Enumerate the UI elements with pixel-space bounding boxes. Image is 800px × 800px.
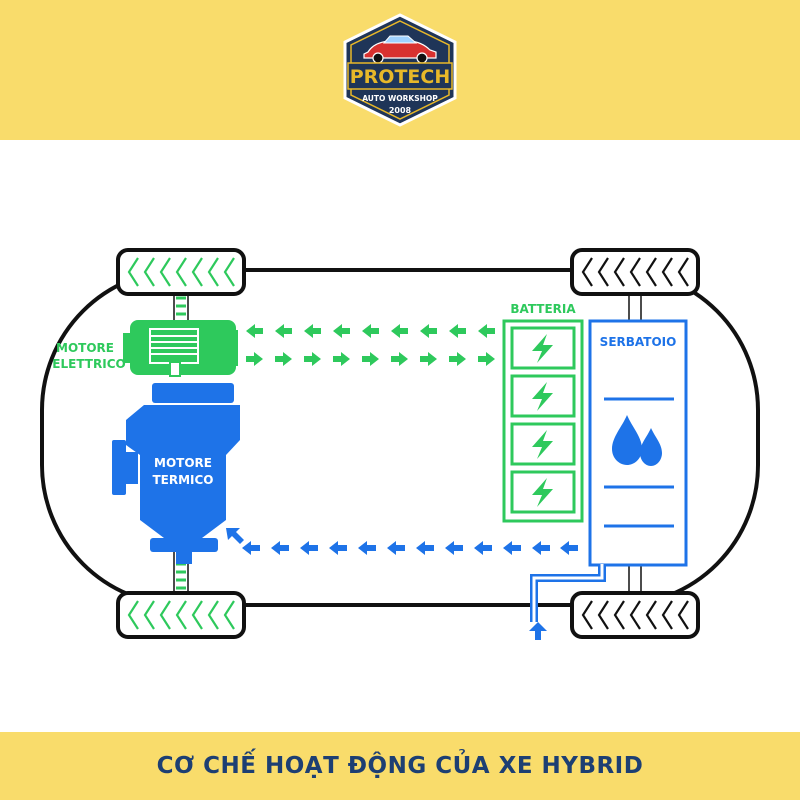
chevron-arrow-icon xyxy=(532,541,550,555)
battery-cell xyxy=(510,326,576,370)
chevron-arrow-icon xyxy=(358,541,376,555)
hybrid-diagram: MOTORE ELETTRICO MOTORE TERMICO xyxy=(40,248,760,640)
fuel-filler-pipe xyxy=(529,564,606,640)
lightning-bolt-icon xyxy=(532,382,553,411)
chevron-arrow-icon xyxy=(226,528,244,544)
car-body-outline xyxy=(40,268,760,607)
front-left-wheel xyxy=(116,248,246,296)
logo-year: 2008 xyxy=(389,106,412,115)
chevron-arrow-icon xyxy=(420,352,437,366)
chevron-arrow-icon xyxy=(387,541,405,555)
chevron-arrow-icon xyxy=(478,352,495,366)
electric-motor-label-line2: ELETTRICO xyxy=(52,357,125,371)
chevron-arrow-icon xyxy=(271,541,289,555)
chevron-arrow-icon xyxy=(329,541,347,555)
lightning-bolt-icon xyxy=(532,478,553,507)
chevron-arrow-icon xyxy=(474,541,492,555)
chevron-arrow-icon xyxy=(304,324,321,338)
logo-tagline: AUTO WORKSHOP xyxy=(362,94,438,103)
lightning-bolt-icon xyxy=(532,334,553,363)
chevron-arrow-icon xyxy=(300,541,318,555)
electric-motor-label-line1: MOTORE xyxy=(56,341,114,355)
thermal-engine-label-line2: TERMICO xyxy=(152,473,213,487)
thermal-engine-label-line1: MOTORE xyxy=(154,456,212,470)
front-right-wheel xyxy=(116,591,246,639)
logo-hexagon-inner xyxy=(350,20,450,120)
chevron-arrow-icon xyxy=(503,541,521,555)
chevron-arrow-icon xyxy=(246,324,263,338)
blue-arrow-row-to-engine xyxy=(226,528,578,555)
protech-logo: PROTECH AUTO WORKSHOP 2008 xyxy=(343,13,457,127)
water-drops-icon xyxy=(612,415,662,466)
chevron-arrow-icon xyxy=(246,352,263,366)
green-arrow-row-to-motor xyxy=(246,324,495,338)
rear-right-wheel xyxy=(570,591,700,639)
battery-cell xyxy=(510,374,576,418)
chevron-arrow-icon xyxy=(333,352,350,366)
chevron-arrow-icon xyxy=(333,324,350,338)
chevron-arrow-icon xyxy=(242,541,260,555)
chevron-arrow-icon xyxy=(445,541,463,555)
chevron-arrow-icon xyxy=(275,352,292,366)
thermal-engine xyxy=(112,383,240,564)
chevron-arrow-icon xyxy=(275,324,292,338)
classic-car-icon xyxy=(363,35,437,64)
chevron-arrow-icon xyxy=(391,324,408,338)
battery-cell xyxy=(510,470,576,514)
rear-left-wheel xyxy=(570,248,700,296)
chevron-arrow-icon xyxy=(449,352,466,366)
battery-cell xyxy=(510,422,576,466)
rear-axle xyxy=(628,291,642,598)
fuel-tank xyxy=(588,319,688,567)
green-arrow-row-to-battery xyxy=(246,352,495,366)
logo-brand: PROTECH xyxy=(350,66,451,88)
bottom-band: CƠ CHẾ HOẠT ĐỘNG CỦA XE HYBRID xyxy=(0,732,800,800)
chevron-arrow-icon xyxy=(362,324,379,338)
up-arrow-icon xyxy=(529,622,547,640)
chevron-arrow-icon xyxy=(478,324,495,338)
battery-pack xyxy=(502,319,584,523)
chevron-arrow-icon xyxy=(362,352,379,366)
chevron-arrow-icon xyxy=(416,541,434,555)
chevron-arrow-icon xyxy=(560,541,578,555)
caption: CƠ CHẾ HOẠT ĐỘNG CỦA XE HYBRID xyxy=(156,753,644,779)
chevron-arrow-icon xyxy=(420,324,437,338)
lightning-bolt-icon xyxy=(532,430,553,459)
electric-motor xyxy=(123,320,238,377)
chevron-arrow-icon xyxy=(391,352,408,366)
chevron-arrow-icon xyxy=(449,324,466,338)
tank-label: SERBATOIO xyxy=(600,335,677,349)
chevron-arrow-icon xyxy=(304,352,321,366)
battery-label: BATTERIA xyxy=(510,302,576,316)
